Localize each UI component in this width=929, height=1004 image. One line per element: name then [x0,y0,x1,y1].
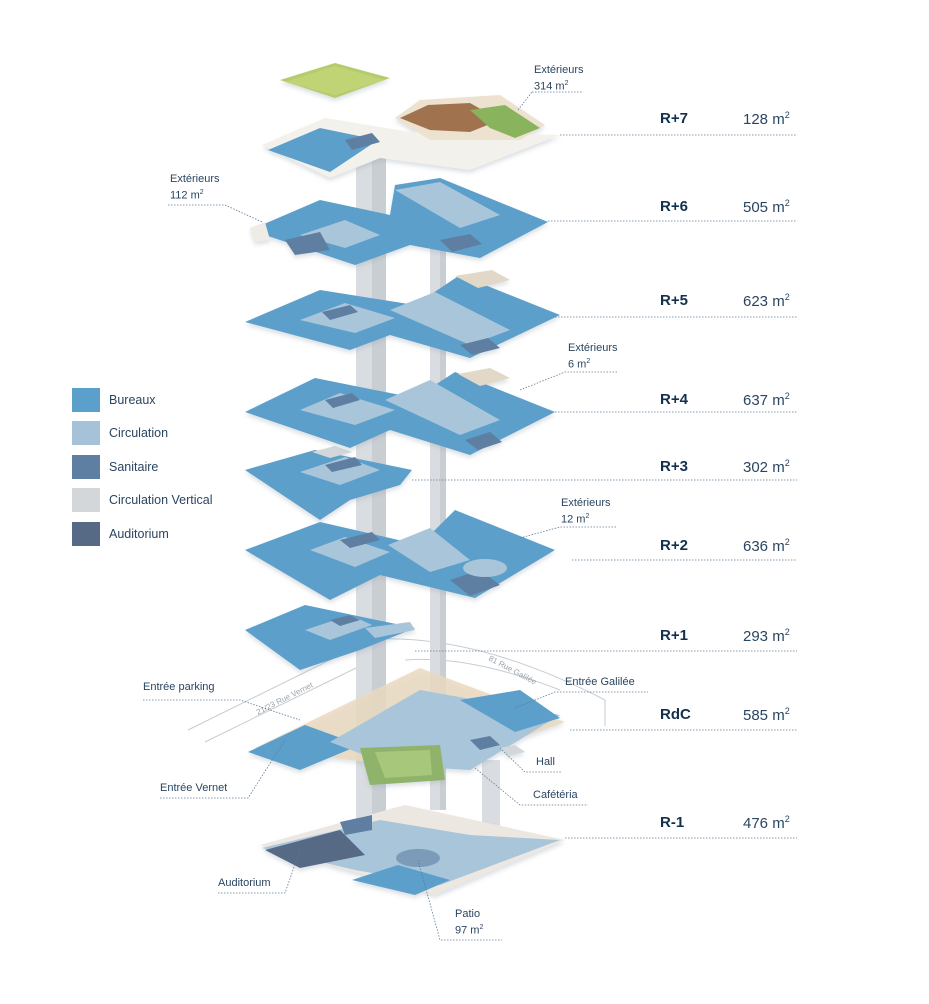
annotation-exterieurs-r2: Extérieurs 12 m2 [561,497,611,526]
annotation-title: Extérieurs [534,64,584,76]
legend-swatch-auditorium [72,521,100,546]
level-label-r3: R+3 [660,458,688,475]
floor-r+6 [250,178,548,265]
annotation-auditorium: Auditorium [218,877,271,889]
level-label-rdc: RdC [660,706,691,723]
annotation-title: Patio [455,908,481,920]
floor-rdc [248,668,565,785]
floor-r+2 [245,510,555,600]
street-label-galilee: 81 Rue Galilée [487,654,538,687]
legend-item-sanitaire: Sanitaire [72,450,213,484]
level-label-r6: R+6 [660,198,688,215]
floor-r+3 [245,446,412,520]
legend-item-circulation-vertical: Circulation Vertical [72,484,213,518]
floor-r+7 [262,63,560,178]
level-label-r-1: R-1 [660,814,685,831]
street-lines [187,638,606,743]
annotation-entree-vernet: Entrée Vernet [160,782,228,794]
level-label-r1: R+1 [660,627,688,644]
floor-r-1 [260,805,565,895]
legend: Bureaux Circulation Sanitaire Circulatio… [72,383,213,551]
floor-r+1 [245,605,415,670]
legend-item-circulation: Circulation [72,417,213,451]
annotation-exterieurs-r7: Extérieurs 314 m2 [534,64,584,93]
annotation-exterieurs-r4: Extérieurs 6 m2 [568,342,618,371]
legend-label-bureaux: Bureaux [109,392,156,407]
annotation-patio: Patio 97 m2 [455,908,484,937]
annotation-title: Extérieurs [170,173,220,185]
floor-r+5 [245,270,560,358]
legend-item-bureaux: Bureaux [72,383,213,417]
level-area-r4: 637 m2 [743,391,790,409]
shaft-right-edge [440,200,446,810]
legend-label-circulation-vertical: Circulation Vertical [109,493,213,508]
level-area-r6: 505 m2 [743,198,790,216]
legend-swatch-circulation [72,421,100,446]
annotation-title: Extérieurs [568,342,618,354]
level-area-r-1: 476 m2 [743,814,790,832]
level-area-r2: 636 m2 [743,537,790,555]
annotation-title: Extérieurs [561,497,611,509]
level-label-r7: R+7 [660,110,688,127]
legend-swatch-bureaux [72,387,100,412]
level-area-r1: 293 m2 [743,627,790,645]
level-label-r2: R+2 [660,537,688,554]
street-label-vernet: 21/23 Rue Vernet [255,680,315,717]
leader-lines [143,91,797,941]
annotation-cafeteria: Cafétéria [533,789,578,801]
annotation-entree-galilee: Entrée Galilée [565,676,635,688]
level-area-r5: 623 m2 [743,292,790,310]
annotation-hall: Hall [536,756,555,768]
legend-swatch-sanitaire [72,454,100,479]
level-area-r3: 302 m2 [743,458,790,476]
legend-item-auditorium: Auditorium [72,517,213,551]
legend-label-auditorium: Auditorium [109,526,169,541]
floor-r+4 [245,368,555,455]
annotation-entree-parking: Entrée parking [143,681,215,693]
legend-label-sanitaire: Sanitaire [109,459,159,474]
level-area-r7: 128 m2 [743,110,790,128]
legend-label-circulation: Circulation [109,426,169,441]
level-area-rdc: 585 m2 [743,706,790,724]
auditorium-zone [265,830,365,868]
level-label-r5: R+5 [660,292,688,309]
annotation-exterieurs-r6: Extérieurs 112 m2 [170,173,220,202]
level-label-r4: R+4 [660,391,688,408]
legend-swatch-circulation-vertical [72,488,100,513]
